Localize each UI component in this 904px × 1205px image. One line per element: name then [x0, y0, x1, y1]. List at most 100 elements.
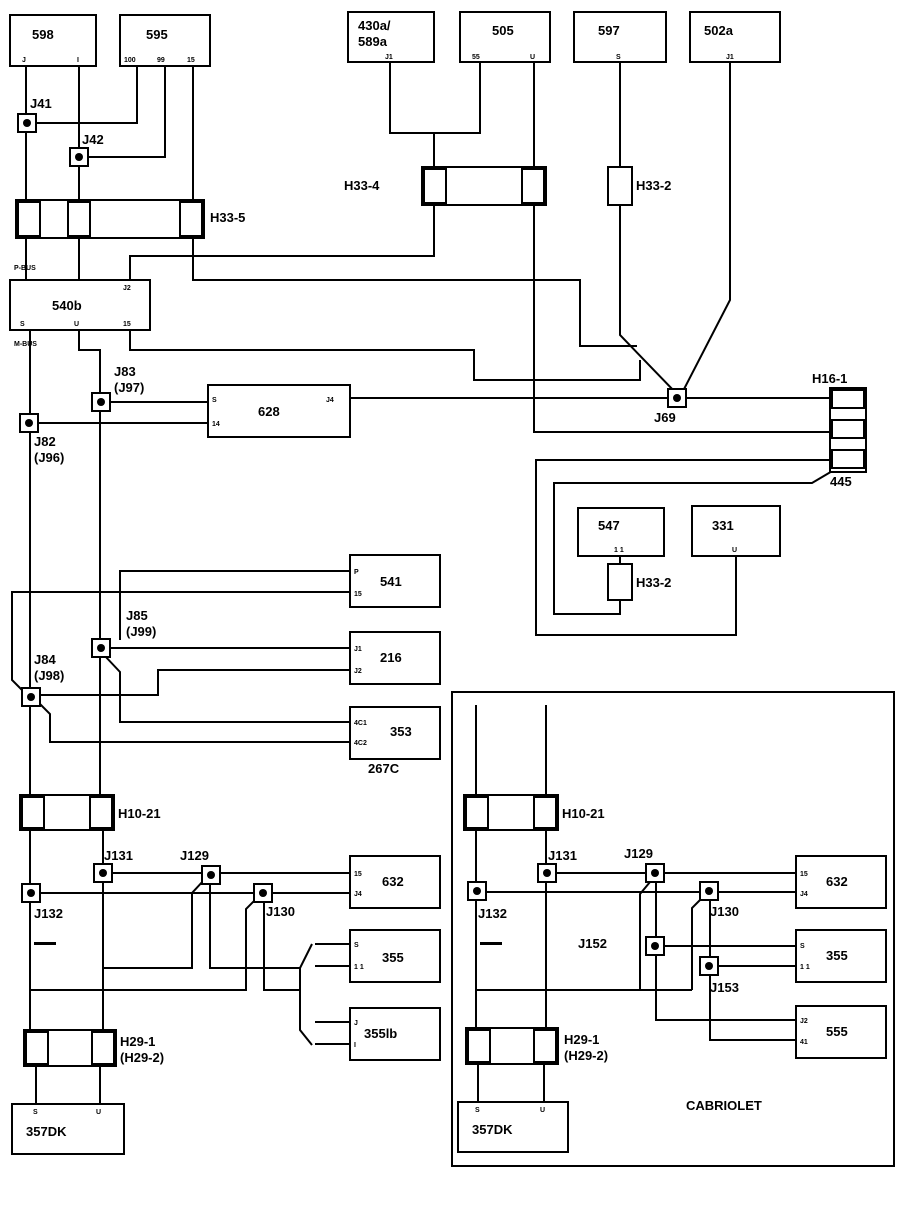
wire-r-j129-down: [655, 878, 798, 1021]
component-355-right: 355 S 1 1: [795, 929, 887, 983]
connector-h33-2-top: H33-2: [607, 166, 671, 206]
junction-j130-right: J130: [699, 881, 739, 919]
svg-text:I: I: [354, 1042, 356, 1049]
component-632: 632 15 J4: [349, 855, 441, 909]
svg-text:J1: J1: [726, 54, 734, 61]
svg-text:U: U: [732, 547, 737, 554]
svg-text:(J99): (J99): [126, 624, 156, 639]
svg-text:J69: J69: [654, 410, 676, 425]
wire-j130-left: [30, 896, 259, 991]
svg-text:4C2: 4C2: [354, 740, 367, 747]
wire-595-j41: [36, 66, 138, 124]
wire-j85-353: [103, 654, 352, 723]
svg-text:1 1: 1 1: [800, 964, 810, 971]
junction-j129: J129: [180, 848, 221, 885]
svg-text:J41: J41: [30, 96, 52, 111]
junction-j152: J152: [578, 936, 665, 956]
svg-text:14: 14: [212, 421, 220, 428]
component-430a-589a: 430a/ 589a J1: [347, 11, 435, 63]
svg-text:J85: J85: [126, 608, 148, 623]
svg-text:P: P: [354, 569, 359, 576]
label-mbus: M-BUS: [14, 341, 37, 348]
junction-j42: J42: [69, 132, 104, 167]
svg-text:(J96): (J96): [34, 450, 64, 465]
svg-text:547: 547: [598, 518, 620, 533]
svg-text:S: S: [354, 942, 359, 949]
svg-text:J132: J132: [478, 906, 507, 921]
svg-text:502a: 502a: [704, 23, 734, 38]
svg-text:1 1: 1 1: [614, 547, 624, 554]
svg-text:632: 632: [826, 874, 848, 889]
svg-text:U: U: [540, 1107, 545, 1114]
ground-mark: [34, 942, 56, 945]
svg-text:H29-1: H29-1: [120, 1034, 155, 1049]
svg-text:H33-2: H33-2: [636, 178, 671, 193]
svg-text:J131: J131: [104, 848, 133, 863]
wire-595-h33-5: [192, 66, 637, 347]
svg-text:15: 15: [187, 57, 195, 64]
wire-h16-loop-outer: [535, 459, 834, 636]
junction-j132-right: J132: [467, 881, 507, 921]
wire-j129-down: [209, 876, 300, 969]
svg-text:J132: J132: [34, 906, 63, 921]
svg-text:100: 100: [124, 57, 136, 64]
svg-text:S: S: [33, 1109, 38, 1116]
wire-j84-216-j2: [38, 669, 352, 696]
svg-text:H33-4: H33-4: [344, 178, 380, 193]
svg-text:15: 15: [123, 321, 131, 328]
component-357dk: 357DK S U: [11, 1103, 125, 1155]
wire-h33-4-right-down: [533, 205, 834, 433]
svg-text:589a: 589a: [358, 34, 388, 49]
svg-text:357DK: 357DK: [26, 1124, 67, 1139]
svg-text:J130: J130: [266, 904, 295, 919]
svg-text:216: 216: [380, 650, 402, 665]
svg-text:S: S: [20, 321, 25, 328]
svg-text:S: S: [800, 943, 805, 950]
svg-text:J129: J129: [624, 846, 653, 861]
svg-text:S: S: [616, 54, 621, 61]
svg-text:H29-1: H29-1: [564, 1032, 599, 1047]
svg-text:595: 595: [146, 27, 168, 42]
svg-text:15: 15: [354, 591, 362, 598]
label-pbus: P-BUS: [14, 265, 36, 272]
svg-text:J129: J129: [180, 848, 209, 863]
junction-j131-right: J131: [537, 848, 577, 883]
component-595: 595 100 99 15: [119, 14, 211, 67]
cabriolet-label: CABRIOLET: [686, 1098, 762, 1113]
svg-text:628: 628: [258, 404, 280, 419]
component-502a: 502a J1: [689, 11, 781, 63]
label-267c: 267C: [368, 761, 400, 776]
svg-text:99: 99: [157, 57, 165, 64]
component-598: 598 J I: [9, 14, 97, 67]
svg-text:J83: J83: [114, 364, 136, 379]
junctions: J41 J42 J83 (J97) J82 (J96) J69 J85 (J99…: [17, 96, 687, 921]
svg-text:597: 597: [598, 23, 620, 38]
connector-h33-4: H33-4: [344, 166, 547, 206]
junction-j83: J83 (J97): [91, 364, 144, 412]
component-331: 331 U: [691, 505, 781, 557]
svg-text:555: 555: [826, 1024, 848, 1039]
svg-text:J82: J82: [34, 434, 56, 449]
svg-text:J: J: [22, 57, 26, 64]
svg-text:J2: J2: [123, 285, 131, 292]
svg-text:430a/: 430a/: [358, 18, 391, 33]
svg-text:J1: J1: [385, 54, 393, 61]
svg-text:353: 353: [390, 724, 412, 739]
svg-text:331: 331: [712, 518, 734, 533]
junction-j130: J130: [253, 883, 295, 919]
svg-text:J153: J153: [710, 980, 739, 995]
junction-j129-right: J129: [624, 846, 665, 883]
svg-text:J131: J131: [548, 848, 577, 863]
component-632-right: 632 15 J4: [795, 855, 887, 909]
junction-j85: J85 (J99): [91, 608, 156, 658]
wire-595-j42: [88, 66, 166, 158]
connectors: H33-5 H33-4 H33-2 H16-1 445 H33-2: [15, 166, 867, 1067]
svg-text:H10-21: H10-21: [118, 806, 161, 821]
wire-h16-loop-inner: [553, 469, 835, 615]
svg-text:632: 632: [382, 874, 404, 889]
junction-j153: J153: [699, 956, 739, 995]
svg-text:41: 41: [800, 1039, 808, 1046]
wire-j130-down: [263, 893, 300, 991]
wire-h33-2-j69: [619, 205, 677, 394]
